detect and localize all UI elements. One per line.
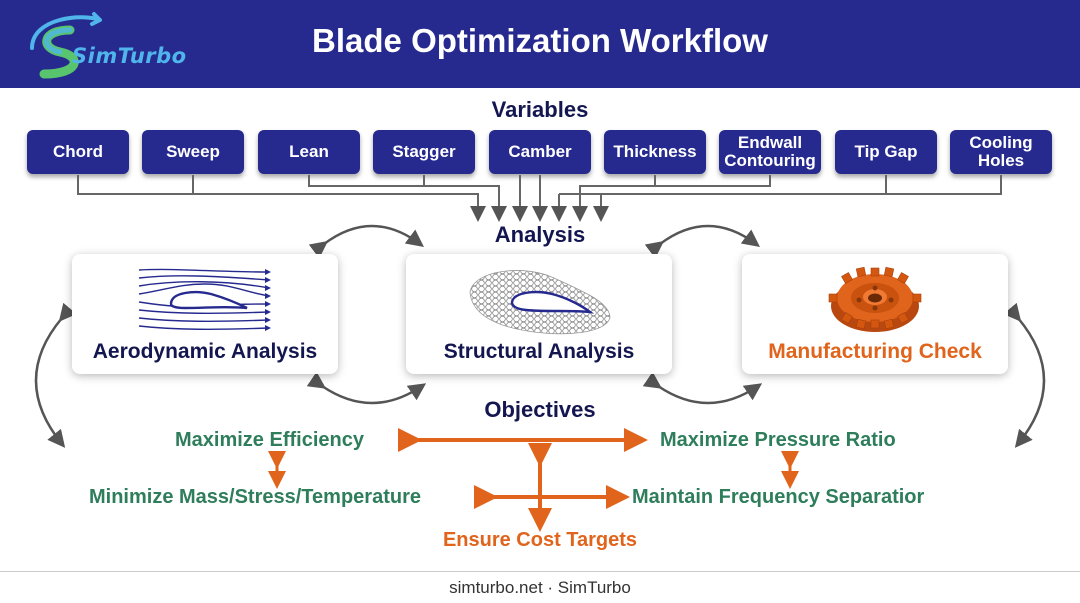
structural-analysis-card[interactable]: Structural Analysis [406, 254, 672, 374]
manufacturing-check-label: Manufacturing Check [768, 340, 982, 363]
objective-maximize-efficiency: Maximize Efficiency [175, 429, 364, 451]
aerodynamic-analysis-card[interactable]: Aerodynamic Analysis [72, 254, 338, 374]
objective-maintain-frequency: Maintain Frequency Separatior [632, 486, 925, 508]
variable-sweep[interactable]: Sweep [142, 130, 244, 174]
airfoil-mesh-icon [469, 270, 611, 335]
card-cycle-arrows [34, 224, 1046, 448]
objective-arrows [268, 428, 799, 532]
objectives-heading: Objectives [484, 397, 596, 422]
variable-connector-lines [77, 175, 1002, 222]
objective-maximize-pressure-ratio: Maximize Pressure Ratio [660, 429, 896, 451]
variable-endwall-contouring[interactable]: Endwall Contouring [719, 130, 821, 174]
objective-ensure-cost: Ensure Cost Targets [442, 529, 638, 551]
logo-text: SimTurbo [72, 44, 187, 68]
variable-stagger[interactable]: Stagger [373, 130, 475, 174]
header-bar: SimTurbo Blade Optimization Workflow [0, 0, 1080, 88]
analysis-heading: Analysis [494, 222, 586, 247]
aerodynamic-analysis-label: Aerodynamic Analysis [92, 340, 318, 363]
variable-thickness[interactable]: Thickness [604, 130, 706, 174]
variable-camber[interactable]: Camber [489, 130, 591, 174]
variable-cooling-holes[interactable]: Cooling Holes [950, 130, 1052, 174]
variable-lean[interactable]: Lean [258, 130, 360, 174]
structural-analysis-label: Structural Analysis [443, 340, 635, 363]
footer-divider [0, 571, 1080, 572]
page-title: Blade Optimization Workflow [312, 22, 768, 59]
variable-tip-gap[interactable]: Tip Gap [835, 130, 937, 174]
variables-heading: Variables [491, 97, 589, 122]
airfoil-flow-icon [138, 268, 271, 331]
footer-text: simturbo.net · SimTurbo [449, 578, 631, 597]
logo-swirl-icon [30, 12, 102, 79]
manufacturing-check-card[interactable]: Manufacturing Check [742, 254, 1008, 374]
simturbo-logo: SimTurbo [22, 8, 202, 82]
gear-icon [828, 266, 922, 332]
variable-chord[interactable]: Chord [27, 130, 129, 174]
objective-minimize-mass: Minimize Mass/Stress/Temperature [89, 486, 421, 508]
